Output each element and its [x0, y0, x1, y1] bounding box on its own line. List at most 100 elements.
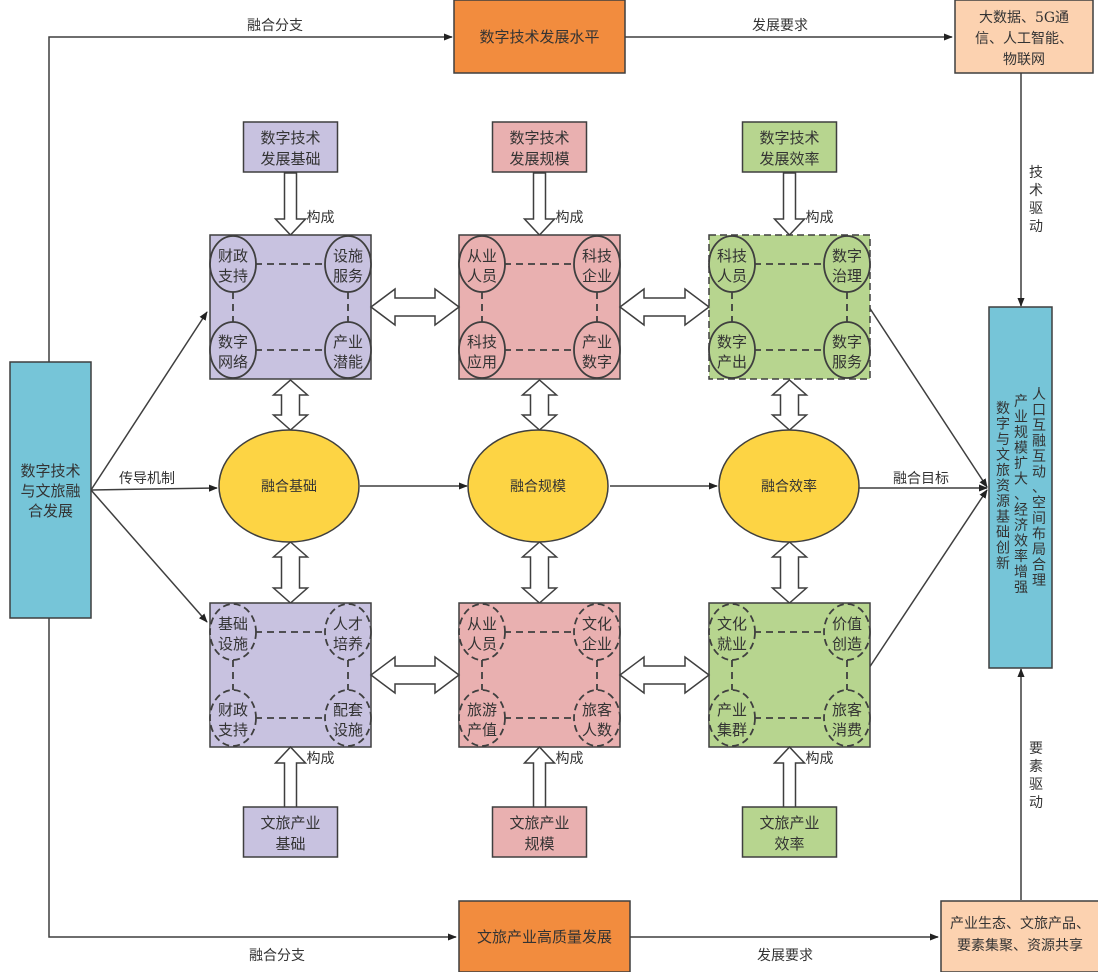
compose-arrow-down	[522, 172, 557, 237]
left-main-line-1: 数字技术	[20, 462, 80, 480]
goal-text-char: 新	[996, 556, 1010, 572]
indicator-line-2: 产出	[717, 353, 747, 371]
left-fan-lines	[90, 311, 218, 623]
indicator-line-2: 网络	[218, 353, 248, 371]
indicator-line-2: 企业	[582, 635, 612, 653]
indicator-line-1: 从业	[467, 247, 497, 265]
vertical-char: 动	[1029, 219, 1043, 235]
indicator-line-2: 应用	[467, 353, 497, 371]
bottom-right-node: 产业生态、文旅产品、 要素集聚、资源共享	[940, 900, 1098, 972]
goal-text-char: 人	[1032, 387, 1046, 403]
indicator-circle	[573, 321, 621, 379]
vertical-char: 驱	[1029, 777, 1043, 793]
indicator-circle	[573, 235, 621, 293]
bottom-center-node: 文旅产业高质量发展	[458, 900, 631, 972]
goal-text-char: 旅	[996, 463, 1010, 479]
fan-line-bottom	[90, 489, 208, 623]
indicator-line-1: 科技	[467, 333, 497, 351]
goal-text-char: 扩	[1014, 456, 1028, 472]
indicator-line-1: 从业	[467, 615, 497, 633]
indicator-circle	[708, 235, 756, 293]
goal-text-char: 强	[1014, 580, 1028, 596]
goal-text-char: 理	[1032, 573, 1046, 589]
indicator-circle	[823, 603, 871, 661]
indicator-line-2: 支持	[218, 267, 248, 285]
indicator-line-2: 就业	[717, 635, 747, 653]
indicator-line-1: 财政	[218, 701, 248, 719]
bidirectional-arrow-h	[369, 287, 461, 327]
goal-text-char: 产	[1014, 394, 1028, 410]
transmission-label: 传导机制	[119, 471, 175, 487]
goal-text-char: 大	[1014, 472, 1028, 488]
indicator-line-2: 设施	[333, 721, 363, 739]
indicator-line-2: 人员	[717, 267, 747, 285]
top-requirement-label: 发展要求	[752, 18, 808, 34]
indicator-line-2: 企业	[582, 267, 612, 285]
fusion-ellipse: 融合效率	[718, 429, 860, 543]
goal-text-char: 布	[1032, 527, 1046, 543]
indicator-circle	[324, 235, 372, 293]
indicator-circle	[823, 689, 871, 747]
indicator-circle	[458, 321, 506, 379]
compose-label: 构成	[307, 751, 335, 767]
compose-arrow-up	[772, 745, 807, 809]
source-line-2: 基础	[275, 835, 305, 853]
ellipse-shape	[218, 429, 360, 543]
bidirectional-arrow-h	[369, 655, 461, 695]
goal-text-char: 规	[1014, 425, 1028, 441]
vertical-char: 素	[1029, 759, 1043, 775]
goal-text-char: 、	[1032, 480, 1046, 496]
source-line-1: 文旅产业	[260, 814, 320, 832]
source-line-1: 数字技术	[509, 129, 569, 147]
goal-text-char: 字	[996, 417, 1010, 433]
top-branch-label: 融合分支	[247, 18, 303, 34]
bottom-center-label: 文旅产业高质量发展	[477, 928, 612, 946]
goal-text-char: 增	[1014, 565, 1028, 581]
goal-text-char: 空	[1032, 496, 1046, 512]
source-box	[242, 806, 339, 858]
goal-text-char: 经	[1014, 503, 1028, 519]
indicator-line-1: 旅客	[832, 701, 862, 719]
fusion-ellipse: 融合规模	[467, 429, 609, 543]
goal-text-char: 率	[1014, 548, 1028, 565]
goal-text-char: 与	[996, 432, 1010, 448]
compose-arrow-up	[522, 745, 557, 809]
goal-text-char: 数	[996, 401, 1010, 417]
indicator-line-1: 产业	[717, 701, 747, 719]
indicator-circle	[324, 321, 372, 379]
indicator-line-1: 文化	[582, 615, 612, 633]
source-line-2: 效率	[774, 835, 804, 853]
compose-label: 构成	[806, 751, 834, 767]
indicator-circle	[708, 603, 756, 661]
source-box	[741, 806, 838, 858]
indicator-line-2: 消费	[832, 721, 862, 739]
vertical-char: 驱	[1029, 201, 1043, 217]
indicator-line-2: 产值	[467, 721, 497, 739]
ellipse-shape	[718, 429, 860, 543]
indicator-line-1: 人才	[333, 615, 363, 633]
vertical-char: 要	[1029, 741, 1043, 757]
goal-text-char: 融	[1032, 434, 1046, 450]
ellipse-label: 融合效率	[761, 478, 817, 495]
source-line-2: 发展基础	[260, 150, 320, 168]
bidirectional-arrow-bottom	[770, 540, 809, 605]
indicator-line-1: 产业	[333, 333, 363, 351]
compose-label: 构成	[806, 210, 834, 226]
indicator-circle	[458, 603, 506, 661]
top-right-line-2: 信、人工智能、	[975, 31, 1073, 47]
goal-text-char: 局	[1032, 542, 1046, 558]
goal-line-bottom	[868, 489, 988, 669]
indicator-line-1: 数字	[832, 247, 862, 265]
goal-text-char: 基	[996, 509, 1010, 526]
